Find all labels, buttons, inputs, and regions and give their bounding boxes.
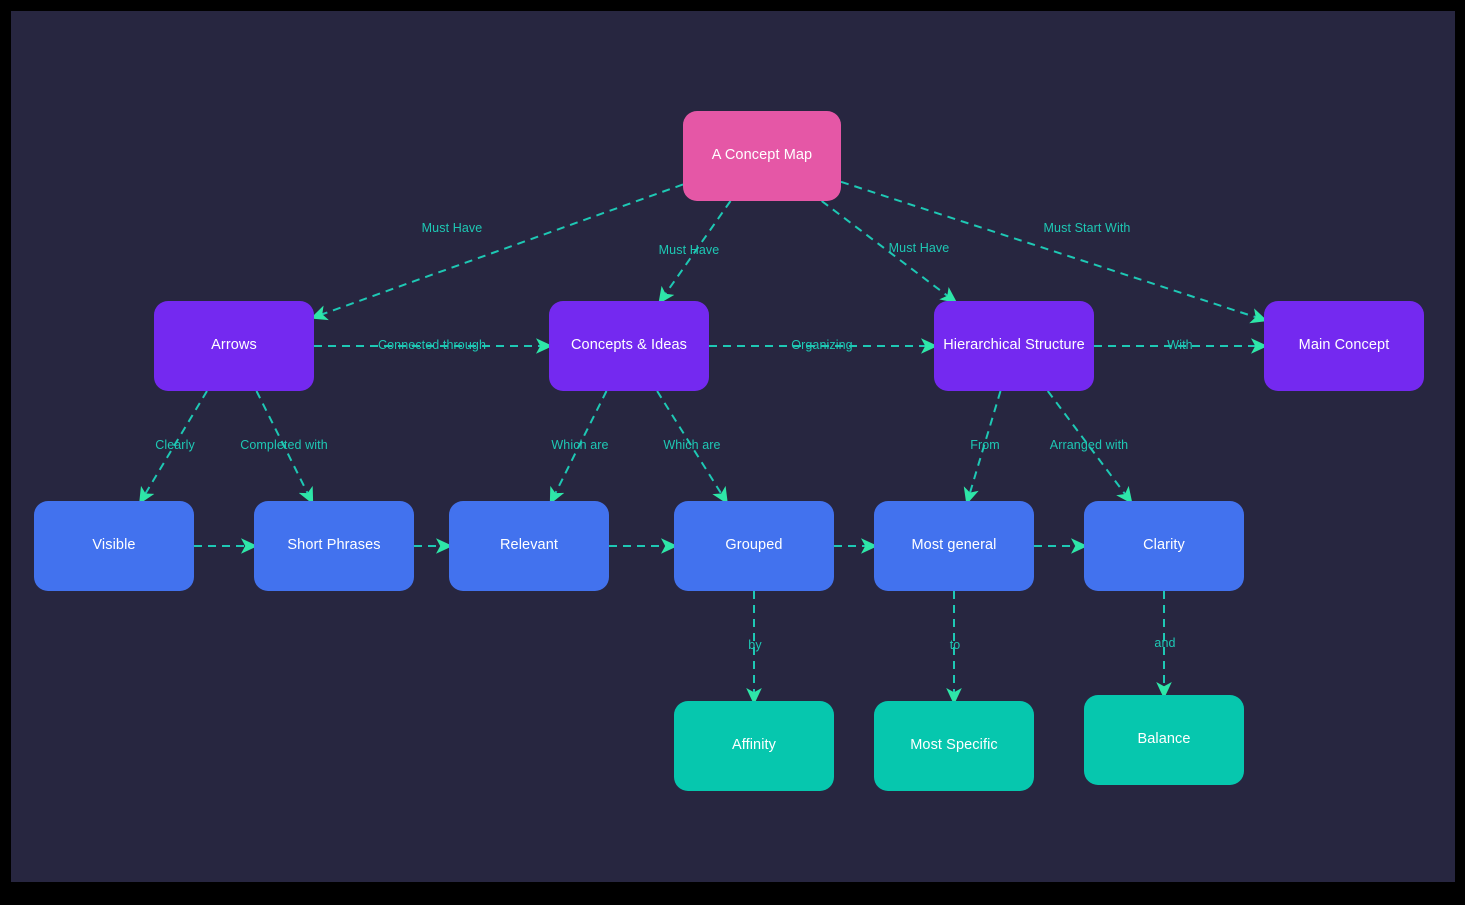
node-balance[interactable]: Balance [1084, 695, 1244, 785]
node-label: Arrows [211, 337, 257, 354]
edge-label-e5: Connected through [377, 338, 487, 352]
node-affinity[interactable]: Affinity [674, 701, 834, 791]
edge-label-e7: With [1167, 338, 1193, 352]
node-concept-map[interactable]: A Concept Map [683, 111, 841, 201]
node-label: Relevant [499, 537, 559, 554]
edge-label-e12: From [970, 438, 1000, 452]
node-label: Concepts & Ideas [570, 337, 688, 354]
edge-label-e2: Must Have [658, 243, 720, 257]
node-most-general[interactable]: Most general [874, 501, 1034, 591]
node-hierarchical-structure[interactable]: Hierarchical Structure [934, 301, 1094, 391]
node-label: A Concept Map [711, 147, 813, 164]
edge-label-e9: Completed with [240, 438, 328, 452]
node-label: Balance [1137, 731, 1191, 748]
edge-label-e1: Must Have [421, 221, 483, 235]
edge-label-e21: and [1154, 636, 1176, 650]
node-clarity[interactable]: Clarity [1084, 501, 1244, 591]
edge-label-e19: by [748, 638, 762, 652]
node-relevant[interactable]: Relevant [449, 501, 609, 591]
edge-label-e4: Must Start With [1043, 221, 1131, 235]
node-main-concept[interactable]: Main Concept [1264, 301, 1424, 391]
node-most-specific[interactable]: Most Specific [874, 701, 1034, 791]
edge-label-e11: Which are [663, 438, 721, 452]
edge-label-e10: Which are [551, 438, 609, 452]
node-label: Affinity [731, 737, 777, 754]
edge-label-e20: to [949, 638, 961, 652]
node-label: Most general [911, 537, 997, 554]
node-visible[interactable]: Visible [34, 501, 194, 591]
node-label: Hierarchical Structure [943, 337, 1085, 354]
edge-concept-map-to-arrows[interactable] [310, 183, 684, 321]
node-label: Clarity [1143, 537, 1185, 554]
node-grouped[interactable]: Grouped [674, 501, 834, 591]
node-label: Main Concept [1298, 337, 1390, 354]
node-label: Most Specific [910, 737, 998, 754]
node-label: Grouped [725, 537, 783, 554]
edge-label-e6: Organizing [791, 338, 853, 352]
edge-label-e13: Arranged with [1049, 438, 1129, 452]
edge-label-e8: Clearly [155, 438, 195, 452]
node-arrows[interactable]: Arrows [154, 301, 314, 391]
node-short-phrases[interactable]: Short Phrases [254, 501, 414, 591]
node-concepts-ideas[interactable]: Concepts & Ideas [549, 301, 709, 391]
node-label: Short Phrases [287, 537, 381, 554]
node-label: Visible [92, 537, 136, 554]
edge-label-e3: Must Have [888, 241, 950, 255]
